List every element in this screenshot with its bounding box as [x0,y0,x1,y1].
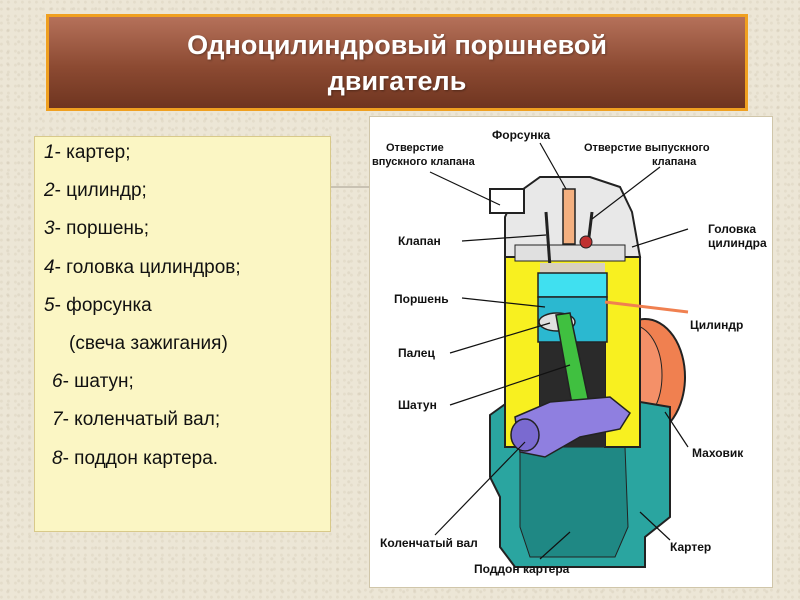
legend-item-text: - поршень; [54,218,150,240]
legend-item: 6- шатун; [35,372,330,410]
label-intake-hole-2: впускного клапана [372,156,476,168]
label-pin: Палец [398,346,435,360]
leader-flywheel [664,411,689,448]
legend-item: 5- форсунка [35,294,330,334]
legend-item-number: 2 [44,180,55,202]
leader-crankcase [639,511,671,541]
legend-item-text: - картер; [54,142,131,163]
label-crankshaft: Коленчатый вал [380,536,478,550]
legend-item: (свеча зажигания) [35,332,330,372]
legend-item-text: - головка цилиндров; [54,256,241,278]
title-banner: Одноцилиндровый поршневой двигатель [46,14,748,111]
leader-sump [539,531,571,560]
legend-item-number: 8 [52,447,63,469]
legend-panel: 1- картер; 2- цилиндр; 3- поршень; 4- го… [34,136,331,532]
legend-item-text: (свеча зажигания) [69,332,228,354]
legend-item-number: 1 [44,142,55,163]
crankshaft-shape [514,396,631,458]
engine-diagram-frame: Отверстие впускного клапана Форсунка Отв… [369,116,773,588]
legend-item-number: 3 [44,218,55,240]
legend-item-text: - шатун; [62,371,134,393]
leader-pin [449,322,551,354]
leader-piston [461,297,546,308]
legend-item-number: 6 [52,371,63,393]
legend-item: 3- поршень; [35,219,330,257]
intake-valve-stem [544,211,552,268]
label-cylinder: Цилиндр [690,318,743,332]
exhaust-valve-head [579,235,593,249]
head-gasket [514,244,626,262]
label-crankcase: Картер [670,540,711,554]
label-head-2: цилиндра [708,236,767,250]
injector-shape [562,188,576,245]
connector-line [331,186,371,188]
intake-port-shape [489,188,525,214]
crankcase-interior [519,446,629,558]
piston-crown [537,272,608,298]
crankshaft-journal [510,418,540,452]
engine-diagram: Отверстие впускного клапана Форсунка Отв… [372,128,767,576]
leader-exhaust [591,166,661,220]
legend-item-text: - цилиндр; [54,180,147,202]
leader-rod [449,364,571,406]
label-injector: Форсунка [492,128,551,142]
label-intake-hole-1: Отверстие [386,142,444,154]
combustion-chamber [540,263,605,273]
legend-item-text: - форсунка [54,294,152,316]
label-piston: Поршень [394,292,449,306]
legend-item-text: - коленчатый вал; [62,409,221,431]
legend-item: 2- цилиндр; [35,181,330,219]
label-flywheel: Маховик [692,446,744,460]
legend-item: 1- картер; [35,143,330,181]
label-rod: Шатун [398,398,437,412]
legend-item: 8- поддон картера. [35,447,330,487]
legend-item: 4- головка цилиндров; [35,256,330,296]
page-title: Одноцилиндровый поршневой двигатель [187,29,607,96]
legend-item-number: 7 [52,409,63,431]
label-valve: Клапан [398,234,441,248]
legend-item: 7- коленчатый вал; [35,410,330,448]
legend-item-number: 4 [44,256,55,278]
label-exhaust-hole-1: Отверстие выпускного [584,142,710,154]
label-sump: Поддон картера [474,562,570,576]
leader-valve [461,234,547,242]
legend-item-text: - поддон картера. [62,447,219,469]
legend-item-number: 5 [44,294,55,316]
label-head-1: Головка [708,222,756,236]
leader-crankshaft [434,441,526,536]
leader-head [631,228,689,248]
cylinder-pointer-line [604,300,689,314]
leader-injector [539,142,567,190]
leader-intake [429,171,501,206]
label-exhaust-hole-2: клапана [652,156,697,168]
